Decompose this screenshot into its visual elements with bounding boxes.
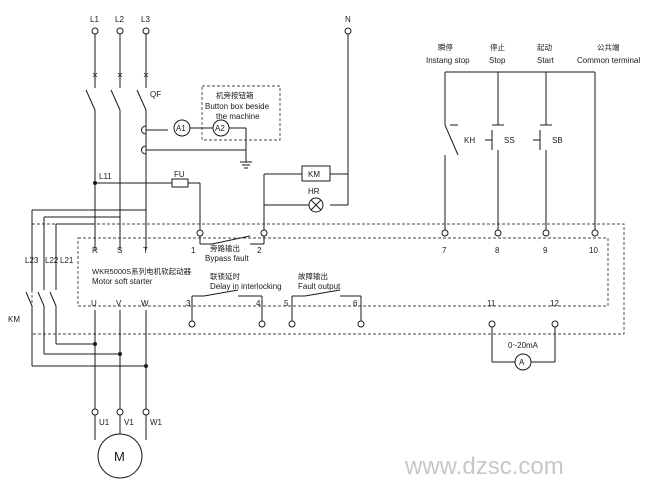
label-hr: HR [308,187,320,196]
starter-title-cn: WKR5000S系列电机软起动器 [92,266,192,276]
terminal-v1 [116,408,124,416]
ground-icon [240,161,252,169]
label-t5: 5 [284,299,289,308]
terminal-w: W [141,299,149,308]
label-t7: 7 [442,246,447,255]
terminal-u: U [91,299,97,308]
label-l23: L23 [25,256,39,265]
terminal-5 [288,320,296,328]
terminal-l2 [116,27,124,35]
terminal-10-top [591,229,599,237]
label-ammeter: A [519,358,525,367]
terminal-t: T [143,246,148,255]
terminal-s: S [117,246,122,255]
terminal-w1 [142,408,150,416]
label-u1: U1 [99,418,110,427]
control-2-en: Start [537,56,555,65]
interlock-en: Delay in interlocking [210,282,282,291]
terminal-11 [488,320,496,328]
watermark: www.dzsc.com [404,453,564,480]
control-1-cn: 停止 [490,42,505,52]
label-l2: L2 [115,15,124,24]
km-bypass-contacts [25,291,57,307]
button-box-cn: 机旁按钮箱 [216,90,254,100]
control-2-tag: SB [552,136,563,145]
label-t9: 9 [543,246,548,255]
starter-outer-frame [31,223,625,335]
label-fu: FU [174,170,185,179]
terminal-u1 [91,408,99,416]
terminal-7-top [441,229,449,237]
control-1-tag: SS [504,136,515,145]
terminal-4 [258,320,266,328]
terminal-1-top [196,229,204,237]
starter-inner-frame [77,237,609,307]
label-t3: 3 [186,299,191,308]
label-t1: 1 [191,246,196,255]
label-t12: 12 [550,299,559,308]
label-t6: 6 [353,299,358,308]
starter-title-en: Motor soft starter [92,277,153,286]
label-n: N [345,15,351,24]
button-box-en2: the machine [216,112,260,121]
interlock-cn: 联锁延时 [210,271,240,281]
label-qf: QF [150,90,161,99]
control-0-cn: 瞬停 [438,42,453,52]
ammeter-output-icon [514,353,532,371]
terminal-l3 [142,27,150,35]
label-t8: 8 [495,246,500,255]
label-range: 0~20mA [508,341,539,350]
terminal-n [344,27,352,35]
label-l22: L22 [45,256,59,265]
label-w1: W1 [150,418,163,427]
label-v1: V1 [124,418,134,427]
terminal-6 [357,320,365,328]
terminal-3 [188,320,196,328]
control-2-cn: 起动 [537,42,552,52]
terminal-9-top [542,229,550,237]
label-l1: L1 [90,15,99,24]
fault-en: Fault output [298,282,341,291]
motor-icon [97,433,143,479]
control-1-en: Stop [489,56,506,65]
fuse-fu [171,178,189,188]
control-0-tag: KH [464,136,475,145]
label-l21: L21 [60,256,74,265]
label-l11: L11 [99,172,112,181]
label-motor: M [114,449,125,464]
label-t2: 2 [257,246,262,255]
label-t4: 4 [256,299,261,308]
button-box-frame [201,85,281,141]
button-box-en1: Button box beside [205,102,270,111]
current-transformer [141,125,246,155]
bypass-en: Bypass fault [205,254,249,263]
terminal-8-top [494,229,502,237]
label-km-coil: KM [308,170,320,179]
label-t10: 10 [589,246,598,255]
label-t11: 11 [487,299,496,308]
terminal-12 [551,320,559,328]
terminal-l1 [91,27,99,35]
bypass-cn: 旁路输出 [210,243,240,253]
terminal-r: R [92,246,98,255]
terminal-2-top [260,229,268,237]
label-a1: A1 [176,124,186,133]
qf-x-marks [92,72,149,78]
terminal-v: V [116,299,122,308]
label-l3: L3 [141,15,150,24]
qf-breaker [85,89,147,111]
control-0-en: Instang stop [426,56,470,65]
control-3-cn: 公共端 [597,42,620,52]
label-km-left: KM [8,315,20,324]
fault-cn: 故障输出 [298,271,328,281]
label-a2: A2 [215,124,225,133]
control-3-en: Common terminal [577,56,640,65]
